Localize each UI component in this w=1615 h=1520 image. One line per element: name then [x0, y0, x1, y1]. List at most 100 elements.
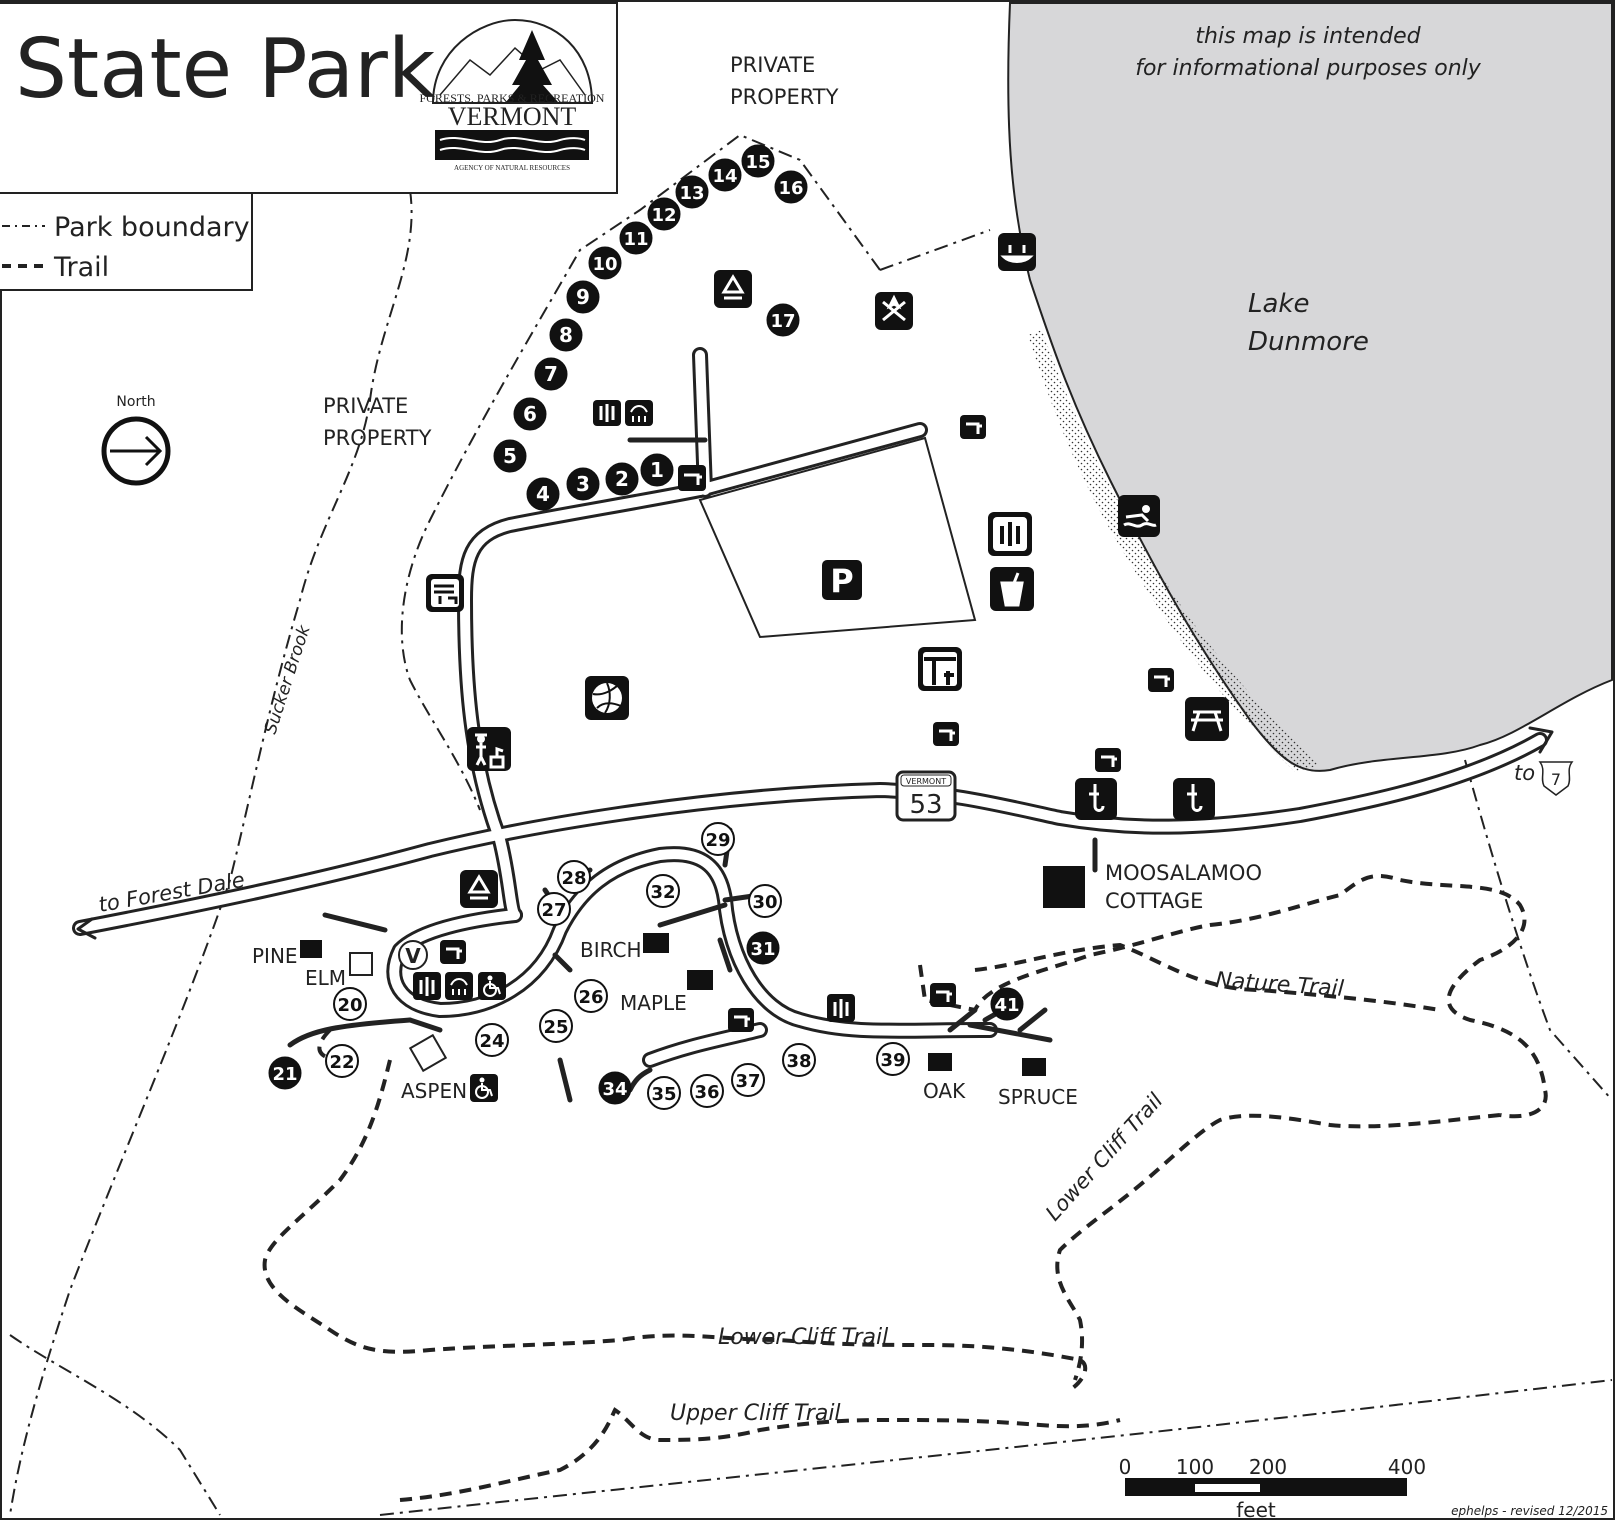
campsite-marker[interactable] [549, 318, 583, 352]
campsite-marker[interactable] [741, 144, 775, 178]
to-route-7-label: to [1514, 761, 1535, 785]
snack-bar-icon [990, 567, 1034, 611]
campsite-34[interactable]: 34 [598, 1071, 632, 1105]
campsite-number: 36 [694, 1082, 719, 1103]
campsite-9[interactable]: 9 [566, 280, 600, 314]
fishing-icon [1173, 778, 1215, 820]
campsite-number: 17 [770, 311, 795, 332]
visitor-center-marker[interactable] [398, 940, 428, 970]
disclaimer-line-2: for informational purposes only [1135, 56, 1482, 81]
campsite-11[interactable]: 11 [619, 221, 653, 255]
campsite-3[interactable]: 3 [566, 467, 600, 501]
campsite-15[interactable]: 15 [741, 144, 775, 178]
campsite-36[interactable]: 36 [690, 1074, 724, 1108]
campsite-marker[interactable] [690, 1074, 724, 1108]
campsite-marker[interactable] [333, 987, 367, 1021]
campsite-marker[interactable] [588, 246, 622, 280]
campsite-marker[interactable] [574, 979, 608, 1013]
svg-text:AGENCY OF NATURAL RESOURCES: AGENCY OF NATURAL RESOURCES [454, 164, 570, 172]
campsite-26[interactable]: 26 [574, 979, 608, 1013]
campsite-marker[interactable] [537, 892, 571, 926]
campsite-4[interactable]: 4 [526, 477, 560, 511]
campsite-13[interactable]: 13 [675, 175, 709, 209]
campsite-marker[interactable] [640, 453, 674, 487]
beach [1028, 330, 1320, 772]
campsite-39[interactable]: 39 [876, 1042, 910, 1076]
campsite-marker[interactable] [566, 280, 600, 314]
campsite-7[interactable]: 7 [534, 357, 568, 391]
campsite-marker[interactable] [782, 1043, 816, 1077]
aspen-label: ASPEN [401, 1079, 467, 1103]
nature-trail-label: Nature Trail [1215, 968, 1345, 1002]
campsite-marker[interactable] [619, 221, 653, 255]
campsite-10[interactable]: 10 [588, 246, 622, 280]
dump-station-icon [426, 574, 464, 612]
volleyball-icon [585, 676, 629, 720]
campsite-marker[interactable] [557, 860, 591, 894]
campsite-marker[interactable] [566, 467, 600, 501]
campsite-marker[interactable] [746, 931, 780, 965]
campsite-marker[interactable] [646, 874, 680, 908]
campsite-27[interactable]: 27 [537, 892, 571, 926]
campsite-32[interactable]: 32 [646, 874, 680, 908]
legend [0, 192, 253, 291]
campsite-22[interactable]: 22 [325, 1044, 359, 1078]
campsite-marker[interactable] [513, 397, 547, 431]
campsite-marker[interactable] [731, 1063, 765, 1097]
svg-text:7: 7 [1551, 770, 1561, 789]
campsite-marker[interactable] [268, 1056, 302, 1090]
campsite-marker[interactable] [708, 158, 742, 192]
campsite-31[interactable]: 31 [746, 931, 780, 965]
campsite-2[interactable]: 2 [605, 462, 639, 496]
campsite-marker[interactable] [990, 987, 1024, 1021]
campsite-20[interactable]: 20 [333, 987, 367, 1021]
campsite-1[interactable]: 1 [640, 453, 674, 487]
campsite-number: 4 [536, 482, 550, 506]
campsite-number: 27 [541, 900, 566, 921]
campsite-37[interactable]: 37 [731, 1063, 765, 1097]
campsite-marker[interactable] [647, 1076, 681, 1110]
svg-text:feet: feet [1236, 1498, 1276, 1520]
campsite-marker[interactable] [675, 175, 709, 209]
campsite-marker[interactable] [539, 1009, 573, 1043]
svg-text:V: V [405, 944, 421, 968]
campsite-marker[interactable] [475, 1023, 509, 1057]
campsite-35[interactable]: 35 [647, 1076, 681, 1110]
campsite-12[interactable]: 12 [647, 197, 681, 231]
campsite-marker[interactable] [748, 884, 782, 918]
campsite-number: 34 [602, 1079, 627, 1100]
campsite-30[interactable]: 30 [748, 884, 782, 918]
campsite-marker[interactable] [493, 439, 527, 473]
campsite-24[interactable]: 24 [475, 1023, 509, 1057]
campsite-21[interactable]: 21 [268, 1056, 302, 1090]
campsite-5[interactable]: 5 [493, 439, 527, 473]
campsite-14[interactable]: 14 [708, 158, 742, 192]
vermont-fpr-logo: FORESTS, PARKS & RECREATION VERMONT AGEN… [420, 18, 605, 172]
campsite-17[interactable]: 17 [766, 303, 800, 337]
campsite-number: 3 [576, 472, 590, 496]
campsite-marker[interactable] [325, 1044, 359, 1078]
campsite-marker[interactable] [701, 822, 735, 856]
campsite-marker[interactable] [526, 477, 560, 511]
svg-text:P: P [830, 562, 853, 600]
campsite-marker[interactable] [598, 1071, 632, 1105]
moosalamoo-cottage-building [1043, 866, 1085, 908]
pavilion-icon [918, 647, 962, 691]
campsite-28[interactable]: 28 [557, 860, 591, 894]
campsite-marker[interactable] [774, 170, 808, 204]
campsite-16[interactable]: 16 [774, 170, 808, 204]
disclaimer-line-1: this map is intended [1195, 24, 1421, 49]
campsite-38[interactable]: 38 [782, 1043, 816, 1077]
campsite-marker[interactable] [534, 357, 568, 391]
campsite-8[interactable]: 8 [549, 318, 583, 352]
shower-icon [445, 972, 473, 1000]
campsite-29[interactable]: 29 [701, 822, 735, 856]
campsite-marker[interactable] [876, 1042, 910, 1076]
campsite-marker[interactable] [605, 462, 639, 496]
campsite-41[interactable]: 41 [990, 987, 1024, 1021]
campsite-marker[interactable] [647, 197, 681, 231]
campsite-number: 38 [786, 1051, 811, 1072]
campsite-marker[interactable] [766, 303, 800, 337]
campsite-25[interactable]: 25 [539, 1009, 573, 1043]
campsite-6[interactable]: 6 [513, 397, 547, 431]
